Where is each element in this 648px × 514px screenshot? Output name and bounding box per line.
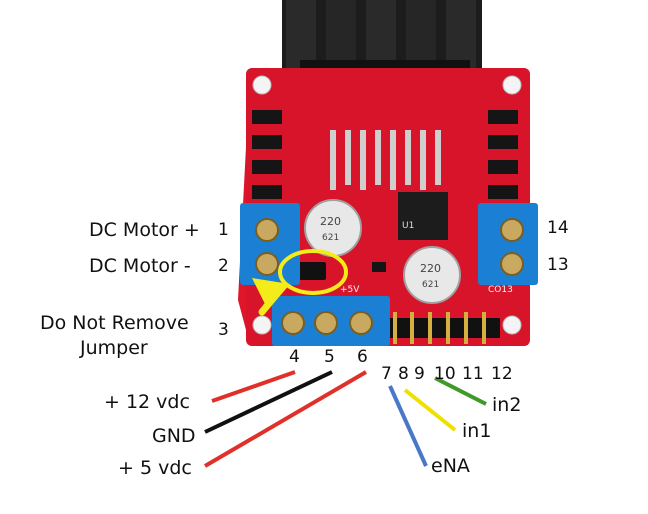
pin-13: 13 <box>547 255 569 275</box>
wire-in1 <box>403 388 457 432</box>
pin-5: 5 <box>324 347 335 367</box>
jumper <box>298 262 326 280</box>
label-in2: in2 <box>492 394 522 416</box>
terminal-left <box>240 203 300 285</box>
cap-bottom-id: 621 <box>422 280 439 290</box>
label-dc-motor-minus: DC Motor - <box>89 255 191 277</box>
cap-bottom-value: 220 <box>420 262 441 275</box>
pin-14: 14 <box>547 218 569 238</box>
header-pins <box>388 312 500 344</box>
label-in1: in1 <box>462 420 492 442</box>
label-dc-motor-plus: DC Motor + <box>89 219 200 241</box>
u1-label: U1 <box>402 221 414 231</box>
pin-7: 7 <box>381 364 392 384</box>
pin-12: 12 <box>491 364 513 384</box>
pin-9: 9 <box>414 364 425 384</box>
label-ena: eNA <box>431 455 470 477</box>
jumper-highlight <box>252 249 348 316</box>
pin-2: 2 <box>218 256 229 276</box>
terminal-right <box>478 203 538 285</box>
cap-top-id: 621 <box>322 233 339 243</box>
con13-label: CO13 <box>488 285 513 295</box>
pin-11: 11 <box>462 364 484 384</box>
wire-12vdc <box>211 370 296 403</box>
wire-in2 <box>434 376 487 406</box>
pin-1: 1 <box>218 220 229 240</box>
label-do-not-remove: Do Not Remove <box>40 312 189 334</box>
pin-3: 3 <box>218 320 229 340</box>
wire-ena <box>388 385 428 467</box>
v5-label: +5V <box>340 285 360 295</box>
label-gnd: GND <box>152 425 196 447</box>
wire-5vdc <box>203 370 368 468</box>
wire-gnd <box>204 370 333 434</box>
cap-top-value: 220 <box>320 215 341 228</box>
pin-10: 10 <box>434 364 456 384</box>
label-12vdc: + 12 vdc <box>104 391 190 413</box>
label-5vdc: + 5 vdc <box>118 457 192 479</box>
terminal-bottom <box>272 296 390 346</box>
label-jumper: Jumper <box>80 337 148 359</box>
pcb: U1 220 621 220 621 +5V CO13 <box>238 68 530 346</box>
pin-6: 6 <box>357 347 368 367</box>
pin-8: 8 <box>398 364 409 384</box>
pin-4: 4 <box>289 347 300 367</box>
